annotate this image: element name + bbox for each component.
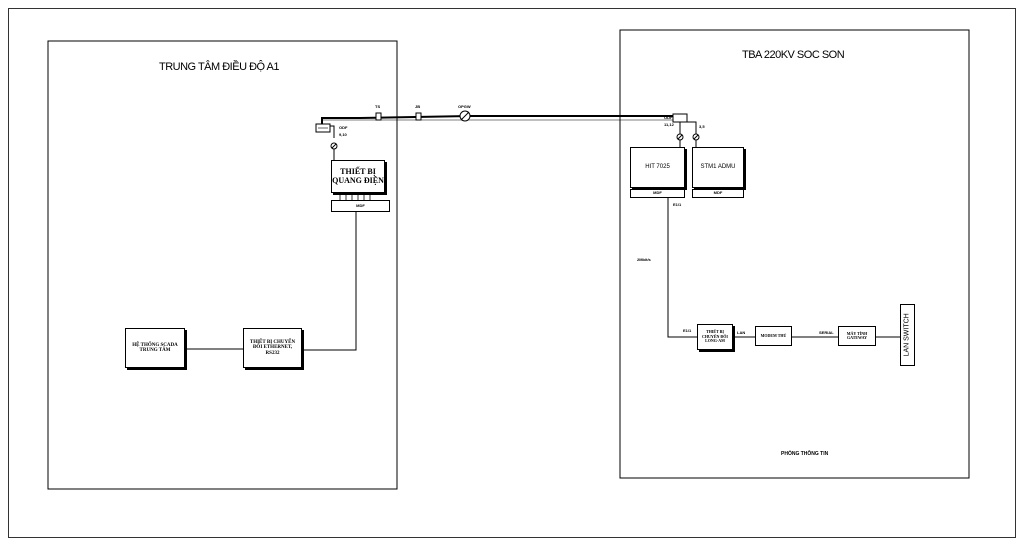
- right-odf-ports-a: 11,12: [664, 122, 674, 127]
- drawing-frame: [8, 8, 1016, 538]
- right-mdf-label-b: MDF: [713, 190, 723, 196]
- modem-label: THIẾT BỊ CHUYỂN ĐỔI LONG-AM: [702, 329, 728, 344]
- left-site-title: TRUNG TÂM ĐIỀU ĐỘ A1: [159, 61, 279, 73]
- lan-label: LAN: [737, 330, 746, 335]
- scada-box: HỆ THỐNG SCADA TRUNG TÂM: [125, 328, 185, 368]
- stm-device-box: STM1 ADMU: [692, 147, 744, 188]
- converter-label: THIẾT BỊ CHUYỂN ĐỔI ETHERNET, RS232: [249, 339, 296, 356]
- left-mdf-label: MDF: [356, 202, 365, 208]
- e1-in-label: E1/1: [683, 328, 692, 333]
- room-label: PHÒNG THÔNG TIN: [781, 451, 829, 457]
- gateway-box: MÁY TÍNH GATEWAY: [838, 326, 876, 346]
- left-site-boundary: [47, 40, 398, 490]
- scada-label: HỆ THỐNG SCADA TRUNG TÂM: [132, 342, 178, 354]
- left-odf-label: ODF: [339, 125, 348, 130]
- e1-link: [667, 198, 697, 338]
- optical-device-box: THIẾT BỊ QUANG ĐIỆN: [331, 160, 385, 193]
- e1-label: E1/1: [673, 202, 682, 207]
- right-odf-ports-b: 3,5: [699, 124, 705, 129]
- right-mdf-box-b: MDF: [692, 189, 744, 198]
- optical-device-label: THIẾT BỊ QUANG ĐIỆN: [332, 166, 384, 185]
- right-mdf-box-a: MDF: [630, 189, 685, 198]
- lan-switch-box: LAN SWITCH: [900, 304, 915, 366]
- modem-box: THIẾT BỊ CHUYỂN ĐỔI LONG-AM: [697, 324, 733, 350]
- right-odf-label: ODF: [664, 115, 673, 120]
- mdf-to-converter: [302, 212, 357, 351]
- left-mdf-box: MDF: [331, 200, 390, 212]
- converter-box: THIẾT BỊ CHUYỂN ĐỔI ETHERNET, RS232: [243, 328, 302, 368]
- ts-joint: [375, 112, 382, 121]
- gateway-label: MÁY TÍNH GATEWAY: [846, 330, 868, 340]
- jb-joint: [415, 112, 422, 121]
- lan-switch-label: LAN SWITCH: [903, 313, 911, 357]
- router-label: MODEM THỦ: [760, 332, 787, 338]
- router-box: MODEM THỦ: [755, 326, 792, 346]
- right-site-title: TBA 220KV SOC SON: [742, 49, 845, 61]
- left-mdf-ticks: [339, 194, 371, 200]
- hit-device-label: HIT 7025: [645, 164, 670, 171]
- right-site-boundary: [619, 29, 970, 479]
- left-odf-ports: 9,10: [339, 132, 347, 137]
- serial-label: SERIAL: [819, 330, 834, 335]
- rate-label: 2Mbit/s: [637, 257, 651, 262]
- right-mdf-label-a: MDF: [653, 190, 662, 196]
- stm-device-label: STM1 ADMU: [700, 164, 736, 171]
- opgw-label: OPGW: [458, 104, 471, 109]
- ts-label: TS: [375, 104, 381, 109]
- jb-label: JB: [415, 104, 421, 109]
- hit-device-box: HIT 7025: [630, 147, 685, 188]
- right-odf: [672, 113, 688, 123]
